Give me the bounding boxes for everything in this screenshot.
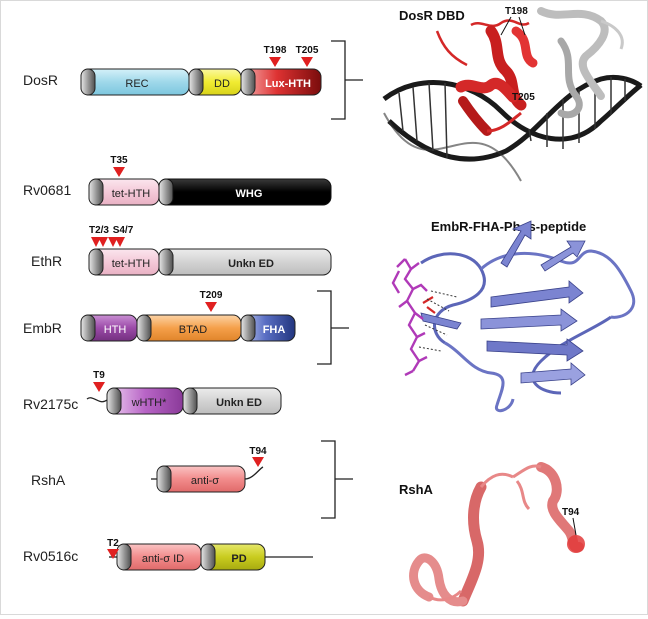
domain-dd: DD	[188, 68, 242, 96]
bracket-rsha	[321, 440, 353, 519]
structure-rsha: RshA T94	[399, 462, 585, 607]
domain-unkn-ed: Unkn ED	[158, 248, 332, 276]
domain-tet-hth: tet-HTH	[88, 248, 160, 276]
domain-anti-sigma-id: anti-σ ID	[116, 543, 202, 571]
row-dosr: DosR REC DD Lux-HTH T198 T205	[23, 40, 363, 120]
domain-rec: REC	[80, 68, 190, 96]
protein-name-rsha: RshA	[31, 472, 66, 488]
rsha-helix-2	[457, 481, 487, 607]
domain-pd: PD	[200, 543, 266, 571]
dbd-helix-2	[455, 78, 519, 103]
row-rv2175c: Rv2175c wHTH* Unkn ED T9	[23, 370, 282, 415]
site-marker-t35	[113, 167, 125, 177]
beta-strand	[490, 280, 584, 308]
row-rv0516c: Rv0516c anti-σ ID PD T2	[23, 538, 313, 571]
site-label-t9: T9	[93, 370, 105, 381]
site-marker-t9	[93, 382, 105, 392]
bracket-embr	[317, 290, 349, 365]
domain-label-lux-hth: Lux-HTH	[265, 78, 311, 90]
domain-label-fha: FHA	[263, 324, 286, 336]
partner-helix	[537, 7, 609, 100]
structure-embr-fha: EmbR-FHA-Phos-peptide	[391, 219, 635, 413]
protein-name-rv0681: Rv0681	[23, 182, 71, 198]
domain-hth: HTH	[80, 314, 138, 342]
domain-label-whth: wHTH*	[131, 397, 168, 409]
site-label-s4-7: S4/7	[113, 225, 134, 236]
domain-label-anti-sigma: anti-σ	[191, 475, 219, 487]
site-marker-s4-7	[108, 237, 125, 247]
domain-label-pd: PD	[231, 553, 246, 565]
structure-label-t198: T198	[505, 6, 528, 17]
site-label-t2-3: T2/3	[89, 225, 109, 236]
domain-tet-hth: tet-HTH	[88, 178, 160, 206]
dna-strand-2	[387, 74, 643, 162]
structure-dosr-dbd: DosR DBD T198 T205	[382, 6, 643, 182]
domain-label-tet-hth: tet-HTH	[112, 258, 151, 270]
site-marker-t94	[252, 457, 264, 467]
protein-name-rv0516c: Rv0516c	[23, 548, 78, 564]
rsha-t94-site	[567, 535, 585, 553]
domain-label-anti-sigma-id: anti-σ ID	[142, 553, 184, 565]
protein-name-embr: EmbR	[23, 320, 62, 336]
protein-name-rv2175c: Rv2175c	[23, 396, 78, 412]
domain-label-whg: WHG	[236, 188, 263, 200]
n-terminal-tail	[86, 397, 108, 403]
structure-title-embr-fha: EmbR-FHA-Phos-peptide	[431, 219, 586, 234]
site-marker-t205	[301, 57, 313, 67]
row-rsha: RshA anti-σ T94	[31, 440, 353, 519]
row-rv0681: Rv0681 tet-HTH WHG T35	[23, 155, 332, 206]
structure-label-t205: T205	[512, 92, 535, 103]
c-terminal-tail	[244, 466, 264, 480]
domain-label-unkn-ed: Unkn ED	[216, 397, 262, 409]
domain-btad: BTAD	[136, 314, 242, 342]
domain-fha: FHA	[240, 314, 296, 342]
domain-label-unkn-ed: Unkn ED	[228, 258, 274, 270]
phospho-peptide	[391, 258, 428, 377]
domain-label-btad: BTAD	[179, 324, 208, 336]
site-marker-t209	[205, 302, 217, 312]
structure-title-dosr-dbd: DosR DBD	[399, 8, 465, 23]
site-label-t198: T198	[264, 45, 287, 56]
structure-label-t94: T94	[562, 507, 580, 518]
domain-label-tet-hth: tet-HTH	[112, 188, 151, 200]
domain-whg: WHG	[158, 178, 332, 206]
rsha-helix-3	[409, 553, 468, 607]
domain-anti-sigma: anti-σ	[156, 465, 246, 493]
domain-unkn-ed: Unkn ED	[182, 387, 282, 415]
domain-lux-hth: Lux-HTH	[240, 68, 322, 96]
domain-whth: wHTH*	[106, 387, 184, 415]
site-marker-t198	[269, 57, 281, 67]
site-label-t205: T205	[296, 45, 319, 56]
site-marker-t2	[107, 549, 119, 559]
site-label-t209: T209	[200, 290, 223, 301]
dna-strand-1	[382, 79, 643, 142]
domain-label-rec: REC	[125, 78, 148, 90]
domain-label-hth: HTH	[104, 324, 127, 336]
site-label-t94: T94	[249, 446, 267, 457]
bracket-dosr	[331, 40, 363, 120]
site-marker-t2-3	[91, 237, 108, 247]
site-label-t35: T35	[110, 155, 128, 166]
protein-name-dosr: DosR	[23, 72, 58, 88]
row-embr: EmbR HTH BTAD FHA T209	[23, 290, 349, 365]
row-ethr: EthR tet-HTH Unkn ED T2/3 S4/7	[31, 225, 332, 276]
structure-title-rsha: RshA	[399, 482, 434, 497]
domain-label-dd: DD	[214, 78, 230, 90]
protein-name-ethr: EthR	[31, 253, 62, 269]
site-label-t2: T2	[107, 538, 119, 549]
